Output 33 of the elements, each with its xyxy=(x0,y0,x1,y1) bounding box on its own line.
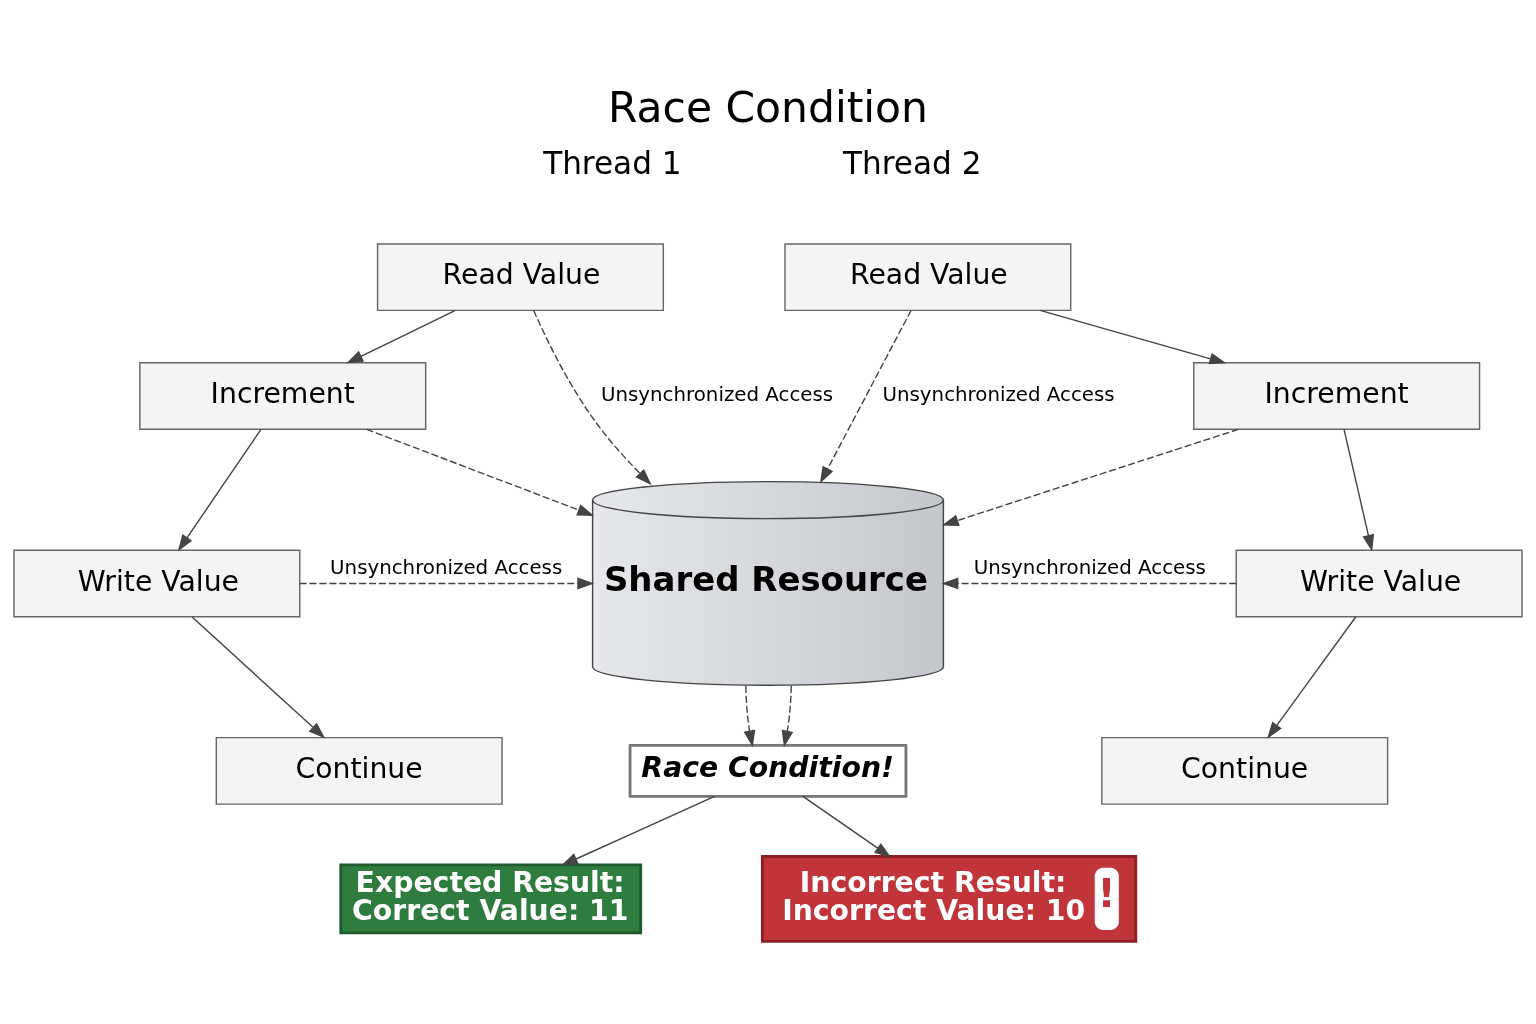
node-box: Increment xyxy=(1193,362,1481,430)
arrow xyxy=(819,309,912,484)
node-box: Write Value xyxy=(1235,549,1523,618)
node-box: Race Condition! xyxy=(628,744,908,798)
arrow xyxy=(532,309,652,486)
node-box: Increment xyxy=(139,362,427,430)
arrow xyxy=(366,428,595,516)
arrow xyxy=(299,577,595,590)
edge-label: Unsynchronized Access xyxy=(973,555,1206,579)
label: Thread 1 xyxy=(543,145,682,182)
edge-label: Unsynchronized Access xyxy=(882,383,1115,407)
node-box: Read Value xyxy=(784,243,1072,312)
arrow xyxy=(177,428,262,552)
node-box: Continue xyxy=(215,736,503,805)
edge-label: Unsynchronized Access xyxy=(330,555,563,579)
node-box: Read Value xyxy=(376,243,665,312)
node-box: Write Value xyxy=(13,549,301,618)
node-box: Expected Result: Correct Value: 11 xyxy=(339,863,643,935)
arrow xyxy=(191,616,326,739)
arrow xyxy=(743,685,756,748)
arrow xyxy=(941,428,1239,527)
diagram-title: Race Condition xyxy=(608,83,928,133)
arrow xyxy=(941,577,1237,590)
arrow xyxy=(802,795,892,858)
node-box: Continue xyxy=(1101,736,1389,805)
label: Thread 2 xyxy=(843,145,982,182)
arrow xyxy=(346,309,456,364)
arrow xyxy=(1343,428,1375,552)
edge-label: Unsynchronized Access xyxy=(601,383,834,407)
arrow xyxy=(781,685,794,748)
arrow xyxy=(1039,309,1227,365)
arrow xyxy=(1267,616,1357,739)
arrow xyxy=(560,795,716,866)
